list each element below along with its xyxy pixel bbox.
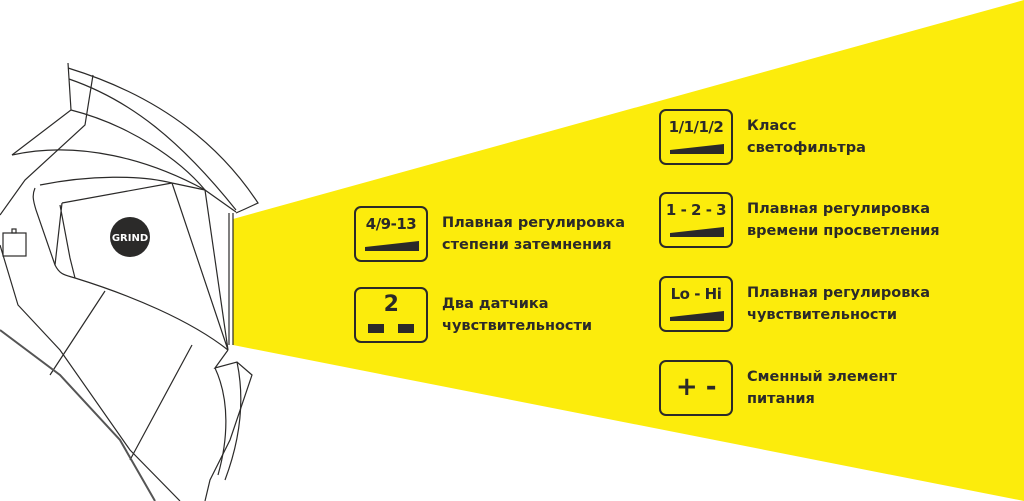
shade-icon: 4/9-13: [354, 206, 428, 262]
sensitivity-icon: Lo - Hi: [659, 276, 733, 332]
grind-logo: [110, 217, 150, 257]
light-beam: [233, 0, 1024, 501]
welding-helmet-outline: [0, 62, 259, 501]
filter-class-icon: 1/1/1/2: [659, 109, 733, 165]
battery-icon: + -: [659, 360, 733, 416]
sensors-icon: 2: [354, 287, 428, 343]
delay-icon: 1 - 2 - 3: [659, 192, 733, 248]
svg-text:GRIND: GRIND: [112, 233, 148, 244]
